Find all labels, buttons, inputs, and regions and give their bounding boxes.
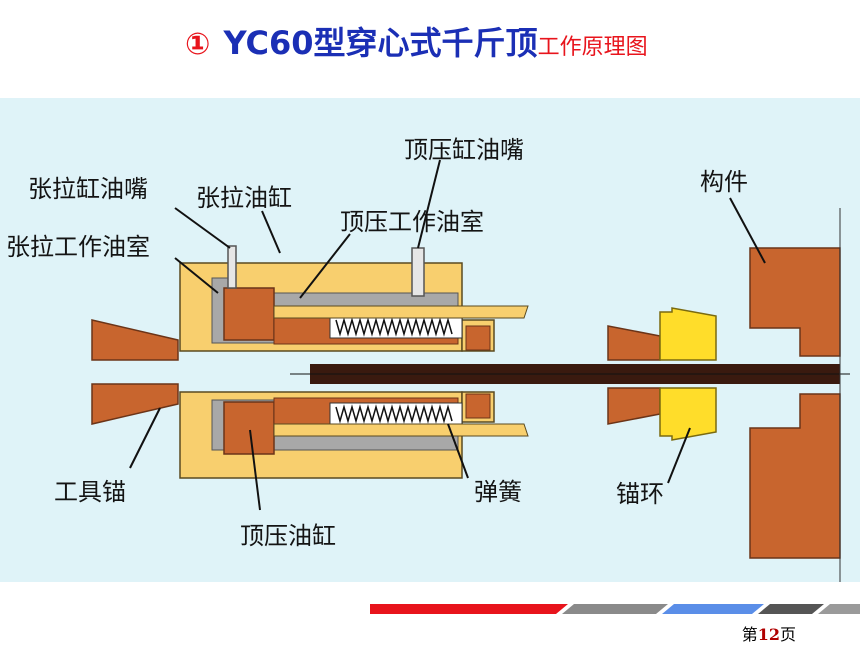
label-member: 构件 [700,168,748,196]
label-dingya-nozzle: 顶压缸油嘴 [404,136,524,164]
label-dingya-chamber: 顶压工作油室 [340,208,484,236]
label-dingya-cylinder: 顶压油缸 [240,522,336,550]
spring-coils-top [335,317,453,337]
leader-lines [129,159,766,511]
front-ring-top [465,325,491,351]
label-zhangla-cylinder: 张拉油缸 [196,184,292,212]
tool-anchor-wedge-top [91,319,179,361]
label-tool-anchor: 工具锚 [54,478,126,506]
label-anchor-ring: 锚环 [616,480,664,508]
tool-anchor-wedge-bottom [91,383,179,425]
page-number-value: 12 [757,625,780,644]
anchor-ring-top [659,307,717,361]
jacking-rod-bottom [273,423,529,437]
tension-nozzle [227,245,237,289]
tension-piston-top [223,287,275,341]
footer-stripes [370,604,860,614]
title-number: ① [185,27,211,62]
jack-diagram: 张拉缸油嘴 张拉油缸 张拉工作油室 顶压缸油嘴 顶压工作油室 构件 工具锚 弹簧… [0,98,860,582]
jacking-rod-top [273,305,529,319]
page-number: 第12页 [742,621,796,645]
label-spring: 弹簧 [474,478,522,506]
page-prefix: 第 [741,625,758,644]
page-suffix: 页 [779,625,796,644]
tension-piston-bottom [223,401,275,455]
title-sub: 工作原理图 [537,35,648,60]
title-main: YC60型穿心式千斤顶 [223,24,538,62]
jacking-nozzle [411,247,425,297]
anchor-ring-bottom [659,387,717,441]
page-title: ① YC60型穿心式千斤顶工作原理图 [185,18,648,64]
label-zhangla-chamber: 张拉工作油室 [6,233,150,261]
front-ring-bottom [465,393,491,419]
label-zhangla-nozzle: 张拉缸油嘴 [28,175,148,203]
spring-coils-bottom [335,404,453,424]
